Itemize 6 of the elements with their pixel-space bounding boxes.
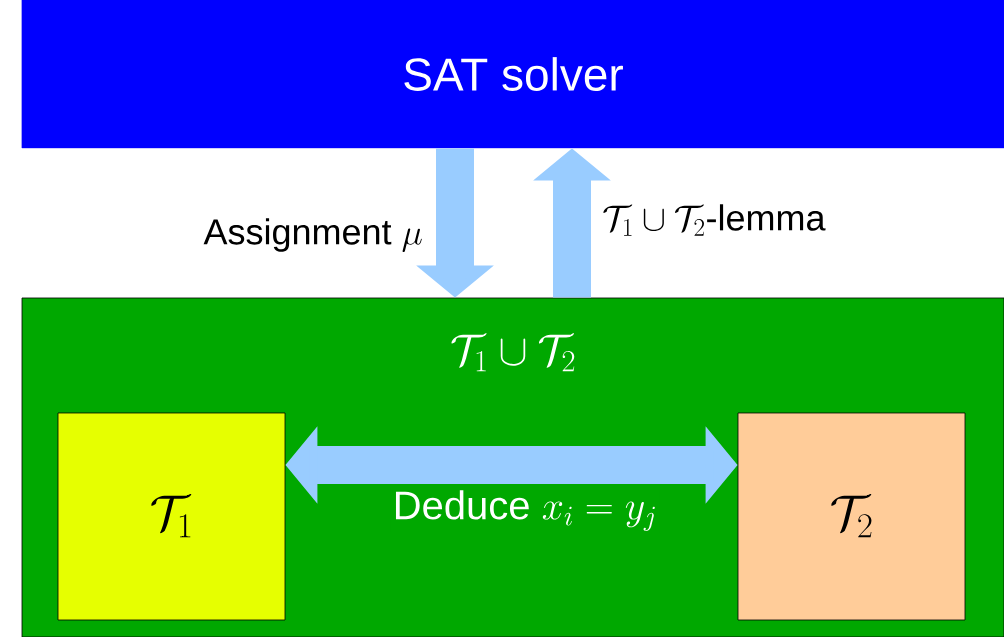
edge-label: $\mathcal{T}_1 \cup \mathcal{T}_2\text{-lemma}$ xyxy=(600,202,828,238)
solver-box: SAT solver xyxy=(21,0,1004,149)
theory-box: $\mathcal{T}_2$ xyxy=(737,412,966,621)
edge-label: $\text{Deduce } x_i = y_j$ xyxy=(390,488,660,533)
theory-box: $\mathcal{T}_1$ xyxy=(57,412,286,621)
edge-label: $\text{Assignment } \mu$ xyxy=(201,216,425,254)
